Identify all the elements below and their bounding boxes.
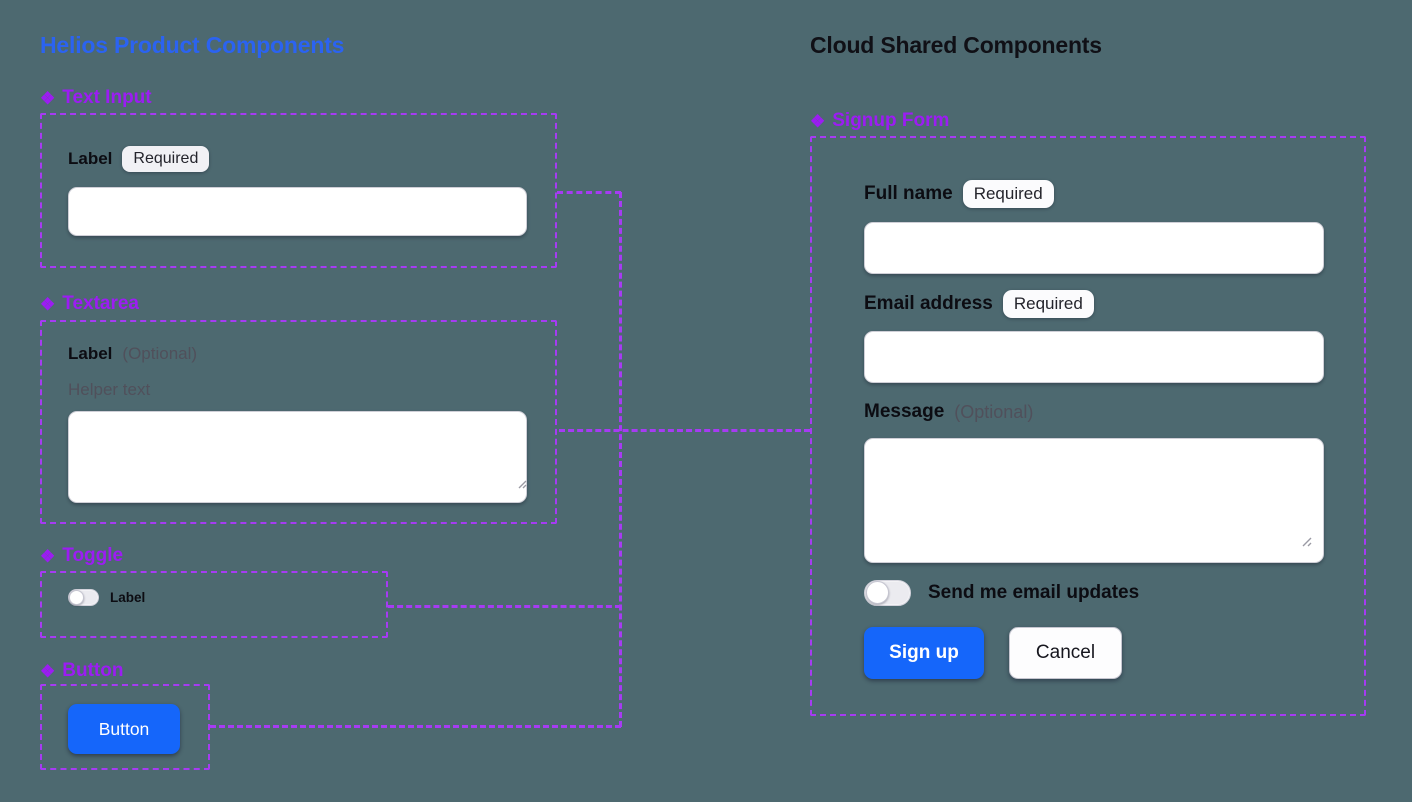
full-name-label: Full name — [864, 183, 953, 204]
textarea-component-frame: Label (Optional) Helper text — [40, 320, 557, 524]
component-heading-label: Toggle — [62, 545, 124, 566]
connector-toggle — [388, 605, 621, 608]
signup-form-frame: Full name Required Email address Require… — [810, 136, 1366, 716]
full-name-input[interactable] — [864, 222, 1324, 274]
connector-button — [210, 725, 621, 728]
component-heading-label: Button — [62, 660, 124, 681]
component-heading-textarea[interactable]: ❖ Textarea — [40, 293, 139, 315]
email-input[interactable] — [864, 331, 1324, 383]
connector-textarea — [559, 429, 810, 432]
component-heading-button[interactable]: ❖ Button — [40, 660, 123, 682]
component-heading-signup-form[interactable]: ❖ Signup Form — [810, 110, 949, 132]
sign-up-button[interactable]: Sign up — [864, 627, 984, 679]
resize-handle-icon[interactable] — [515, 476, 527, 494]
resize-handle-icon[interactable] — [1299, 534, 1312, 552]
email-updates-label: Send me email updates — [928, 582, 1140, 603]
connector-trunk — [619, 192, 622, 727]
textarea-label: Label — [68, 344, 113, 363]
toggle-label: Label — [110, 590, 146, 605]
connector-text-input — [557, 191, 621, 194]
left-section-title: Helios Product Components — [40, 32, 345, 58]
text-input-component-frame: Label Required — [40, 113, 557, 268]
cancel-button[interactable]: Cancel — [1009, 627, 1122, 679]
component-diamond-icon: ❖ — [40, 294, 56, 314]
optional-hint: (Optional) — [954, 401, 1034, 422]
component-diamond-icon: ❖ — [40, 546, 56, 566]
required-badge: Required — [122, 146, 210, 172]
component-heading-label: Text Input — [62, 87, 152, 108]
sample-button[interactable]: Button — [68, 704, 180, 754]
email-updates-toggle[interactable] — [864, 580, 911, 606]
toggle-switch[interactable] — [68, 589, 99, 606]
email-label: Email address — [864, 293, 993, 314]
button-component-frame: Button — [40, 684, 210, 770]
component-diamond-icon: ❖ — [810, 111, 826, 131]
message-label: Message — [864, 401, 945, 422]
helper-text: Helper text — [68, 380, 151, 399]
optional-hint: (Optional) — [122, 344, 198, 363]
component-heading-text-input[interactable]: ❖ Text Input — [40, 87, 152, 109]
message-textarea[interactable] — [864, 438, 1324, 563]
required-badge: Required — [1002, 290, 1094, 318]
component-diamond-icon: ❖ — [40, 661, 56, 681]
text-input-field[interactable] — [68, 187, 527, 236]
right-section-title: Cloud Shared Components — [810, 32, 1102, 58]
textarea-field[interactable] — [68, 411, 527, 503]
component-heading-label: Signup Form — [832, 110, 950, 131]
component-heading-label: Textarea — [62, 293, 140, 314]
toggle-component-frame: Label — [40, 571, 388, 638]
component-heading-toggle[interactable]: ❖ Toggle — [40, 545, 123, 567]
text-input-label: Label — [68, 149, 113, 168]
component-diamond-icon: ❖ — [40, 88, 56, 108]
required-badge: Required — [962, 180, 1054, 208]
